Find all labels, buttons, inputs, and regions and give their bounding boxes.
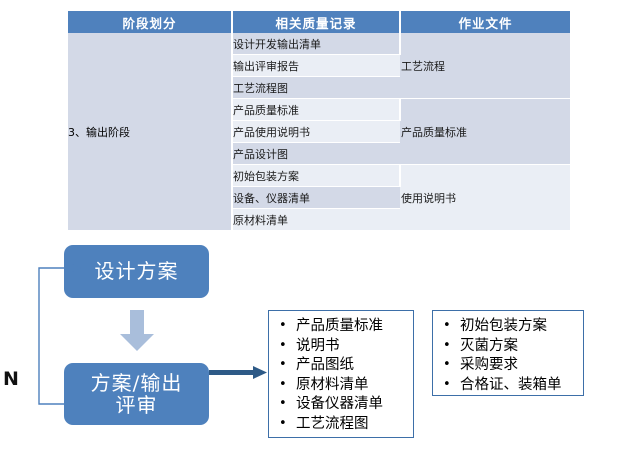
quality-record-cell: 设备、仪器清单 — [232, 186, 400, 209]
work-document-cell: 产品质量标准 — [400, 98, 570, 165]
quality-record-cell: 设计开发输出清单 — [232, 33, 401, 55]
work-document-cell: 使用说明书 — [400, 164, 570, 231]
table-row: 产品使用说明书 — [68, 120, 570, 143]
quality-record-cell: 原材料清单 — [232, 208, 400, 231]
column-header-quality-records: 相关质量记录 — [232, 11, 401, 33]
table-row: 输出评审报告 — [68, 54, 570, 77]
table-row: 产品质量标准 产品质量标准 — [68, 98, 570, 165]
list-item: 合格证、装箱单 — [441, 375, 579, 396]
flow-node-design-scheme: 设计方案 — [64, 245, 209, 298]
list-item: 灭菌方案 — [441, 336, 579, 357]
column-header-work-documents: 作业文件 — [400, 11, 570, 33]
list-item: 原材料清单 — [277, 375, 409, 396]
quality-record-cell: 产品设计图 — [232, 142, 400, 165]
quality-records-table: 阶段划分 相关质量记录 作业文件 3、输出阶段 设计开发输出清单 工艺流程 输出… — [68, 11, 570, 231]
list-item: 设备仪器清单 — [277, 394, 409, 415]
list-item: 说明书 — [277, 336, 409, 357]
list-item: 产品图纸 — [277, 355, 409, 376]
work-document-cell: 工艺流程 — [400, 33, 570, 99]
outputs-list-box: 产品质量标准 说明书 产品图纸 原材料清单 设备仪器清单 工艺流程图 — [268, 310, 414, 438]
quality-record-cell: 产品质量标准 — [232, 98, 401, 121]
process-flowchart: 设计方案 方案/输出 评审 N 产品质量标准 说明书 产品图纸 原材料清单 设备 — [0, 232, 619, 454]
table-row: 3、输出阶段 设计开发输出清单 工艺流程 — [68, 33, 570, 231]
table-row: 产品设计图 — [68, 142, 570, 165]
quality-record-cell: 输出评审报告 — [232, 54, 400, 77]
flow-node-scheme-output-review: 方案/输出 评审 — [64, 363, 209, 425]
list-item: 工艺流程图 — [277, 414, 409, 435]
table-header: 阶段划分 相关质量记录 作业文件 — [68, 11, 570, 33]
table-row: 初始包装方案 使用说明书 — [68, 164, 570, 231]
stage-cell: 3、输出阶段 — [68, 33, 233, 231]
table-row: 工艺流程图 — [68, 76, 570, 99]
packaging-bullet-list: 初始包装方案 灭菌方案 采购要求 合格证、装箱单 — [441, 316, 579, 396]
right-arrow-icon — [209, 364, 269, 382]
column-header-stage: 阶段划分 — [68, 11, 233, 33]
packaging-list-box: 初始包装方案 灭菌方案 采购要求 合格证、装箱单 — [432, 310, 584, 396]
quality-record-cell: 工艺流程图 — [232, 76, 400, 99]
flow-node-scheme-output-review-label: 方案/输出 评审 — [90, 370, 183, 417]
down-arrow-icon — [119, 310, 155, 352]
review-label-line-1: 方案/输出 — [90, 370, 183, 395]
quality-record-cell: 产品使用说明书 — [232, 120, 400, 143]
feedback-branch-label-n: N — [3, 368, 19, 390]
list-item: 产品质量标准 — [277, 316, 409, 337]
flow-node-design-scheme-label: 设计方案 — [94, 259, 179, 284]
table-body: 3、输出阶段 设计开发输出清单 工艺流程 输出评审报告 工艺流程图 产品质量标准… — [68, 33, 570, 231]
table-row: 原材料清单 — [68, 208, 570, 231]
list-item: 采购要求 — [441, 355, 579, 376]
table-header-row: 阶段划分 相关质量记录 作业文件 — [68, 11, 570, 33]
review-label-line-2: 评审 — [115, 393, 158, 417]
quality-record-cell: 初始包装方案 — [232, 164, 401, 187]
outputs-bullet-list: 产品质量标准 说明书 产品图纸 原材料清单 设备仪器清单 工艺流程图 — [277, 316, 409, 435]
feedback-loop-connector — [25, 262, 85, 407]
table-row: 设备、仪器清单 — [68, 186, 570, 209]
list-item: 初始包装方案 — [441, 316, 579, 337]
